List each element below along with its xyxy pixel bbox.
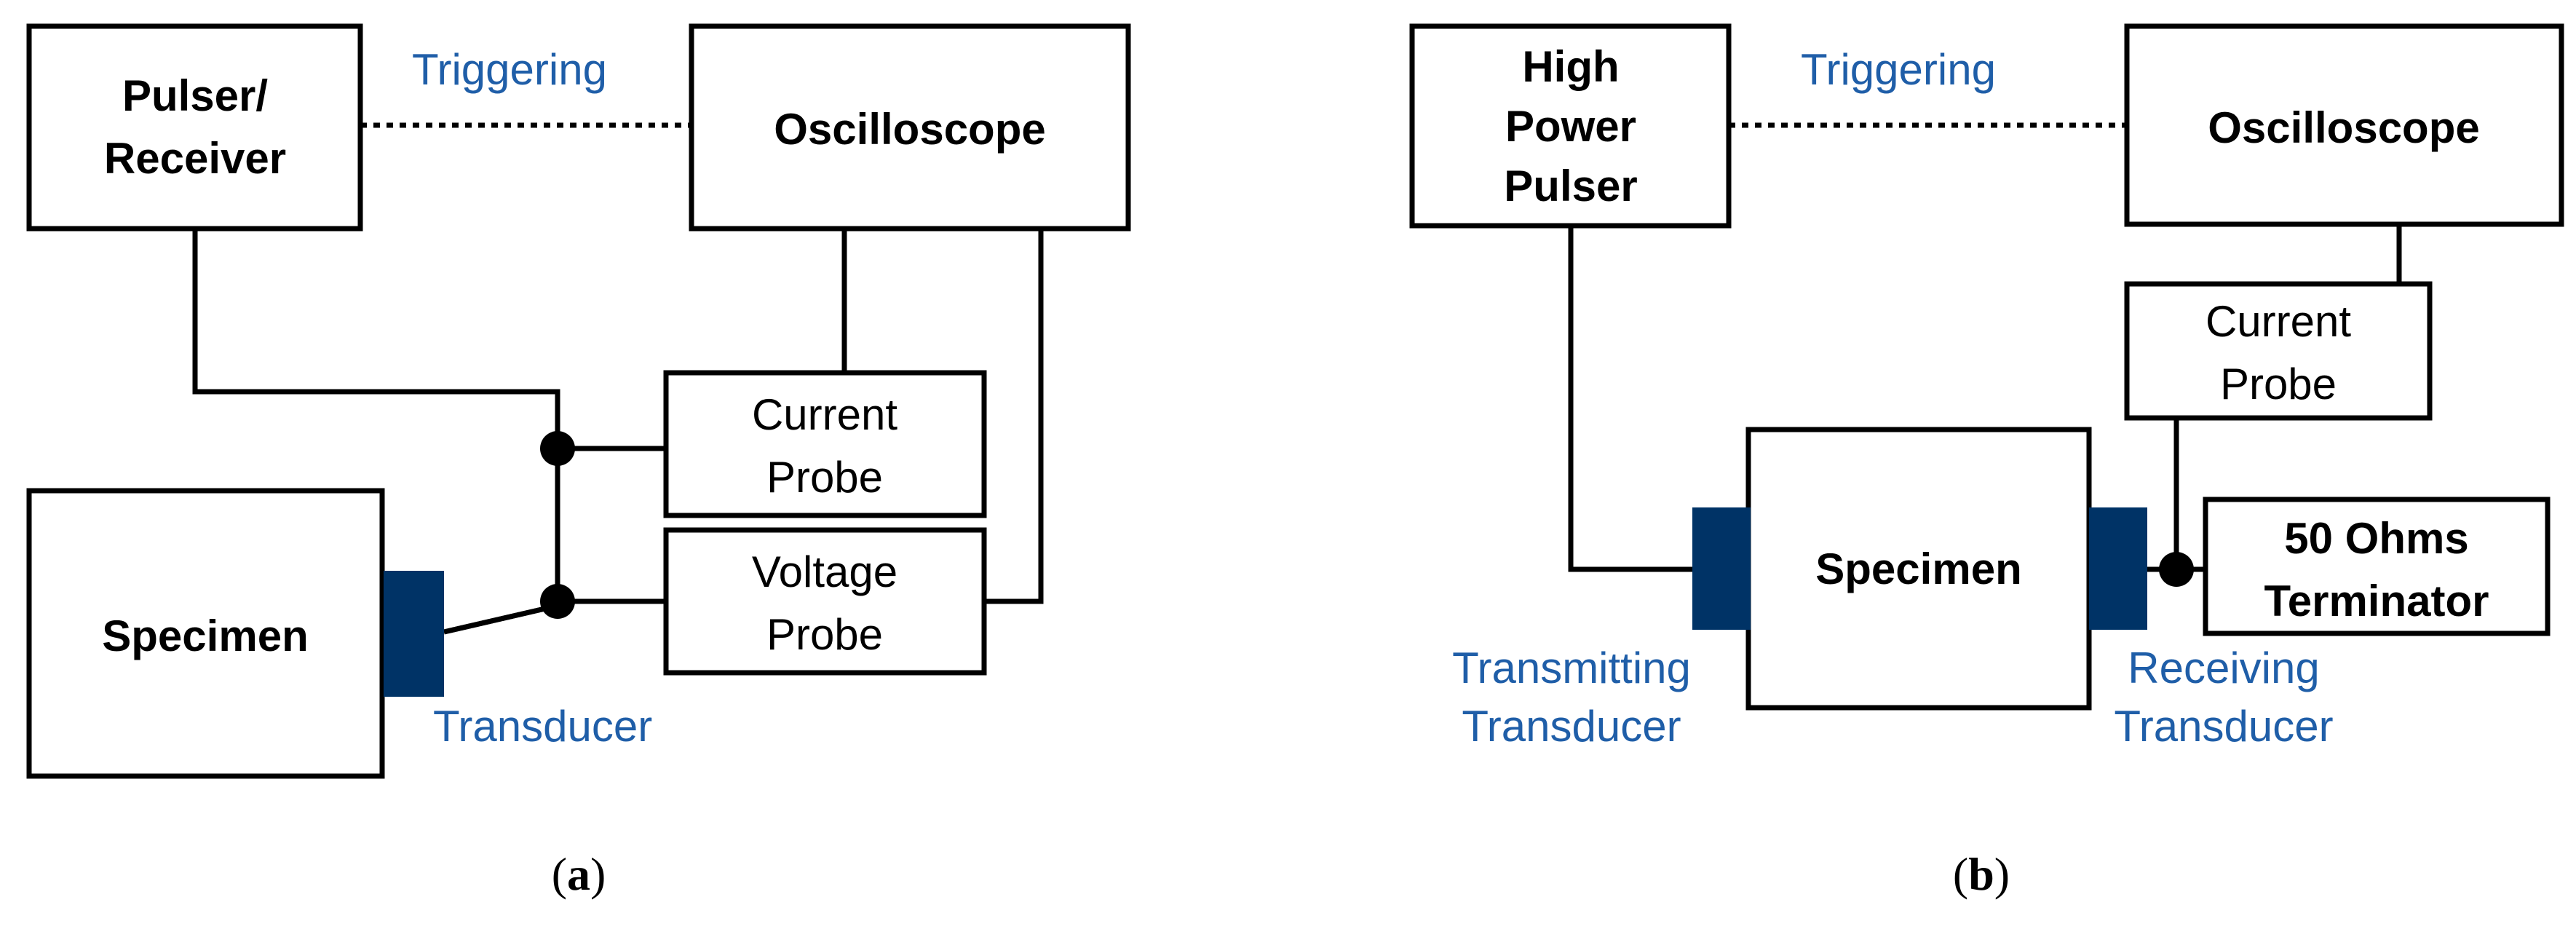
oscilloscope-box-b xyxy=(2124,23,2564,227)
receiving-transducer-label-line1: Receiving xyxy=(2128,644,2319,692)
pulser-label-line1-b: High xyxy=(1522,42,1619,91)
wire-transducer-to-bus-a xyxy=(443,603,558,635)
caption-b: (b) xyxy=(1953,848,2010,900)
pulser-label-line2-b: Power xyxy=(1505,102,1636,151)
pulser-label-line2: Receiver xyxy=(104,134,286,183)
current-probe-label-line2-b: Probe xyxy=(2220,360,2337,408)
junction-dot-b xyxy=(2159,552,2194,587)
wire-pulser-to-tx xyxy=(1568,226,1692,572)
oscilloscope-label-a: Oscilloscope xyxy=(774,105,1045,154)
wire-scope-to-voltage-a xyxy=(984,229,1044,604)
pulser-receiver-box xyxy=(26,23,363,232)
high-power-pulser-box xyxy=(1409,23,1732,229)
junction-dot-a-1 xyxy=(540,431,575,466)
transmitting-transducer-label-line1: Transmitting xyxy=(1452,644,1691,692)
terminator-label-line2: Terminator xyxy=(2264,577,2489,625)
triggering-label-a: Triggering xyxy=(412,45,607,94)
voltage-probe-label-line1: Voltage xyxy=(752,547,897,596)
specimen-label-a: Specimen xyxy=(102,612,308,660)
junction-dot-a-2 xyxy=(540,584,575,619)
current-probe-box-b xyxy=(2124,281,2433,421)
terminator-label-line1: 50 Ohms xyxy=(2284,514,2468,563)
current-probe-box-a xyxy=(663,370,987,518)
current-probe-label-line2-a: Probe xyxy=(766,453,883,502)
pulser-label-line1: Pulser/ xyxy=(122,71,268,120)
pulser-label-line3-b: Pulser xyxy=(1504,162,1637,210)
receiving-transducer-label-line2: Transducer xyxy=(2114,702,2333,751)
transmitting-transducer-label-line2: Transducer xyxy=(1462,702,1681,751)
transducer-label-a: Transducer xyxy=(433,702,652,751)
voltage-probe-box xyxy=(663,527,987,676)
transmitting-transducer-block xyxy=(1692,507,1751,630)
panel-b xyxy=(1409,23,2564,711)
panel-a xyxy=(26,23,1131,779)
specimen-box-b xyxy=(1745,427,2092,711)
caption-a: (a) xyxy=(552,848,606,900)
triggering-label-b: Triggering xyxy=(1801,45,1996,94)
transducer-block-a xyxy=(384,571,444,697)
specimen-label-b: Specimen xyxy=(1815,545,2021,593)
oscilloscope-label-b: Oscilloscope xyxy=(2208,103,2479,152)
voltage-probe-label-line2: Probe xyxy=(766,610,883,659)
oscilloscope-box-a xyxy=(689,23,1131,232)
receiving-transducer-block xyxy=(2089,507,2147,630)
current-probe-label-line1-a: Current xyxy=(752,390,897,439)
specimen-box-a xyxy=(26,488,385,779)
terminator-box xyxy=(2203,497,2551,636)
current-probe-label-line1-b: Current xyxy=(2206,297,2351,346)
